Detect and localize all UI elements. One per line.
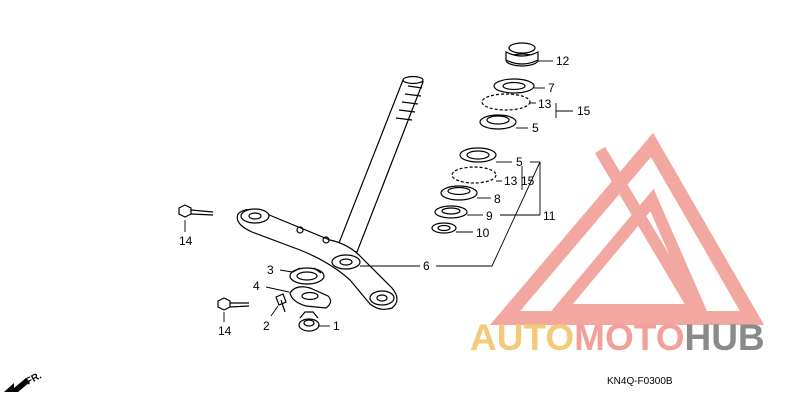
watermark-triangle-outer [489,132,765,325]
leader-lines [184,60,573,327]
callout-9: 9 [486,209,493,223]
callout-5-upper: 5 [532,121,539,135]
callout-10: 10 [476,226,490,240]
part-13-steel-balls-upper [481,93,531,111]
watermark-triangle-inner [547,188,710,316]
front-marker-label: FR. [24,370,44,387]
part-4-guide [289,286,332,309]
part-1-bolt [298,311,320,332]
front-arrow-icon [4,378,30,392]
part-8-bearing-race [440,185,478,201]
callout-15-lower: 15 [521,174,535,188]
part-13-steel-balls-lower [451,166,497,184]
watermark-hub: HUB [684,317,764,358]
part-12-lock-nut [505,42,539,67]
callout-5-lower: 5 [516,155,523,169]
part-10-washer [431,222,457,234]
callout-15-upper: 15 [577,104,591,118]
part-9-dust-seal [434,205,468,219]
callout-11: 11 [543,209,556,223]
watermark-text: AUTOMOTOHUB [470,317,765,358]
callout-12: 12 [556,54,570,68]
callout-1: 1 [333,319,340,333]
bottom-bridge [236,208,398,310]
callout-14-lower: 14 [218,324,232,338]
part-14-bolt-upper [178,204,214,218]
watermark-auto: AUTO [470,317,574,358]
part-14-bolt-lower [217,297,250,311]
callout-8: 8 [494,192,501,206]
callout-4: 4 [253,279,260,293]
callout-13-upper: 13 [538,97,552,111]
watermark-diagonal [594,146,706,322]
part-2-bracket [275,293,287,313]
part-5-race-lower [459,147,497,163]
callout-3: 3 [267,263,274,277]
part-5-race-upper [479,114,517,130]
callout-14-upper: 14 [179,234,193,248]
watermark-logo [489,132,765,325]
callout-7: 7 [548,81,555,95]
steering-stem-shaft [336,75,424,253]
watermark-moto: MOTO [574,317,684,358]
part-3-clamp [289,267,325,285]
diagram-code: KN4Q-F0300B [607,376,673,387]
callout-13-lower: 13 [504,174,518,188]
callout-6: 6 [423,259,430,273]
part-7-bearing-race [493,78,535,94]
callout-2: 2 [263,319,270,333]
